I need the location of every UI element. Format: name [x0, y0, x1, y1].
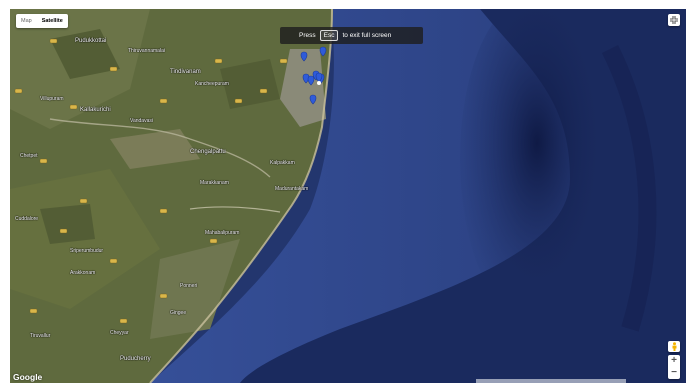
zoom-out-button[interactable]: −: [671, 367, 677, 378]
forest-area: [40, 204, 95, 244]
farmland: [110, 129, 200, 169]
zoom-in-button[interactable]: +: [671, 355, 677, 366]
map-pin-icon[interactable]: [319, 46, 327, 57]
map-button[interactable]: Map: [21, 18, 32, 24]
forest-area: [220, 59, 280, 109]
forest-area: [50, 29, 120, 79]
map-type-control: Map Satellite: [16, 14, 68, 28]
map-pin-icon[interactable]: [307, 75, 315, 86]
pegman-icon: [672, 342, 676, 351]
place-label: Pudukkottai: [75, 38, 107, 44]
map-frame[interactable]: Pudukkottai Thiruvannamalai Tindivanam C…: [10, 9, 686, 383]
sea-trench: [460, 9, 600, 319]
map-pin-icon[interactable]: [309, 94, 317, 105]
map-pin-icon[interactable]: [315, 72, 323, 83]
zoom-control: + −: [668, 355, 680, 379]
map-pin-icon[interactable]: [300, 51, 308, 62]
place-label: Sriperumbudur: [70, 248, 104, 254]
place-label: Mahabalipuram: [205, 230, 240, 236]
place-label: Villupuram: [40, 96, 64, 102]
place-label: Chengalpattu: [190, 149, 226, 155]
place-label: Thiruvannamalai: [128, 48, 165, 54]
selected-marker-dot: [317, 81, 321, 85]
place-label: Kancheepuram: [195, 81, 229, 87]
banner-press-text: Press: [299, 32, 316, 39]
esc-key: Esc: [319, 30, 339, 41]
place-label: Kallakurichi: [80, 107, 111, 113]
place-label: Cheyyar: [110, 330, 129, 336]
fullscreen-exit-button[interactable]: [668, 14, 680, 26]
river: [189, 206, 281, 213]
land-patch: [150, 239, 240, 339]
place-label: Ponneri: [180, 283, 198, 289]
river: [49, 118, 271, 178]
attribution-bar: [476, 379, 626, 383]
satellite-button[interactable]: Satellite: [41, 18, 63, 24]
place-label: Kalpakkam: [270, 160, 295, 166]
banner-exit-text: to exit full screen: [342, 32, 392, 39]
place-label: Vandavasi: [130, 118, 153, 124]
place-label: Marakkanam: [200, 180, 229, 186]
place-label: Tiruvallur: [30, 333, 51, 339]
place-label: Puducherry: [120, 356, 151, 362]
sea-ridge: [601, 44, 657, 332]
fullscreen-exit-icon: [670, 16, 678, 24]
place-label: Gingee: [170, 310, 187, 316]
marker-group[interactable]: [300, 46, 327, 105]
urban-area: [280, 49, 326, 127]
satellite-map[interactable]: [10, 9, 686, 383]
place-label: Madurantakam: [275, 186, 309, 192]
google-logo: Google: [13, 372, 43, 382]
pegman-button[interactable]: [668, 341, 680, 352]
place-label: Arakkonam: [70, 270, 96, 276]
highway-shields: [14, 38, 288, 324]
place-label: Cuddalore: [15, 216, 39, 222]
fullscreen-banner: Press Esc to exit full screen: [280, 27, 423, 44]
coastline: [149, 9, 333, 383]
place-label: Tindivanam: [170, 69, 201, 75]
place-label: Chetpet: [20, 153, 38, 159]
